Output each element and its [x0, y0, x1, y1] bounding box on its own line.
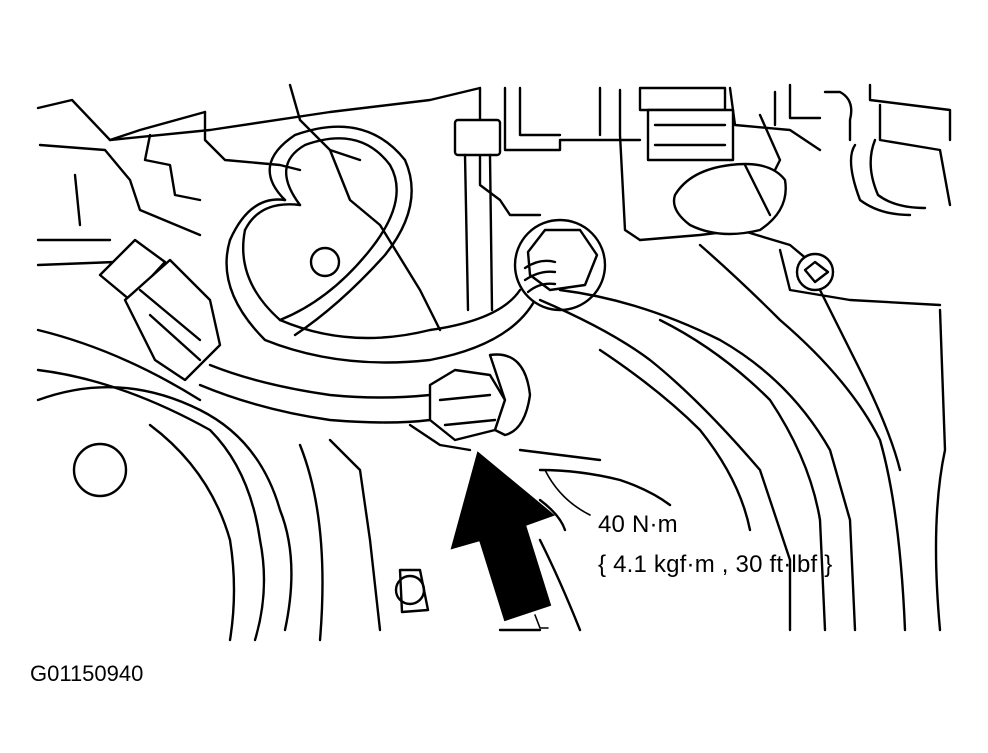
figure-id: G01150940 [30, 661, 144, 686]
callout-arrow [450, 451, 555, 622]
knock-sensor [408, 353, 532, 452]
callout-leader [544, 469, 591, 516]
lower-engine-outline [36, 243, 947, 642]
engine-block-outline [36, 83, 952, 332]
left-connector [98, 238, 222, 382]
torque-spec-alt-units: { 4.1 kgf·m , 30 ft·lbf } [598, 551, 833, 578]
upper-connectors [453, 86, 927, 312]
sensor-bolt [309, 218, 835, 312]
torque-spec-nm: 40 N·m [598, 511, 678, 538]
wiring-harness [36, 125, 537, 424]
